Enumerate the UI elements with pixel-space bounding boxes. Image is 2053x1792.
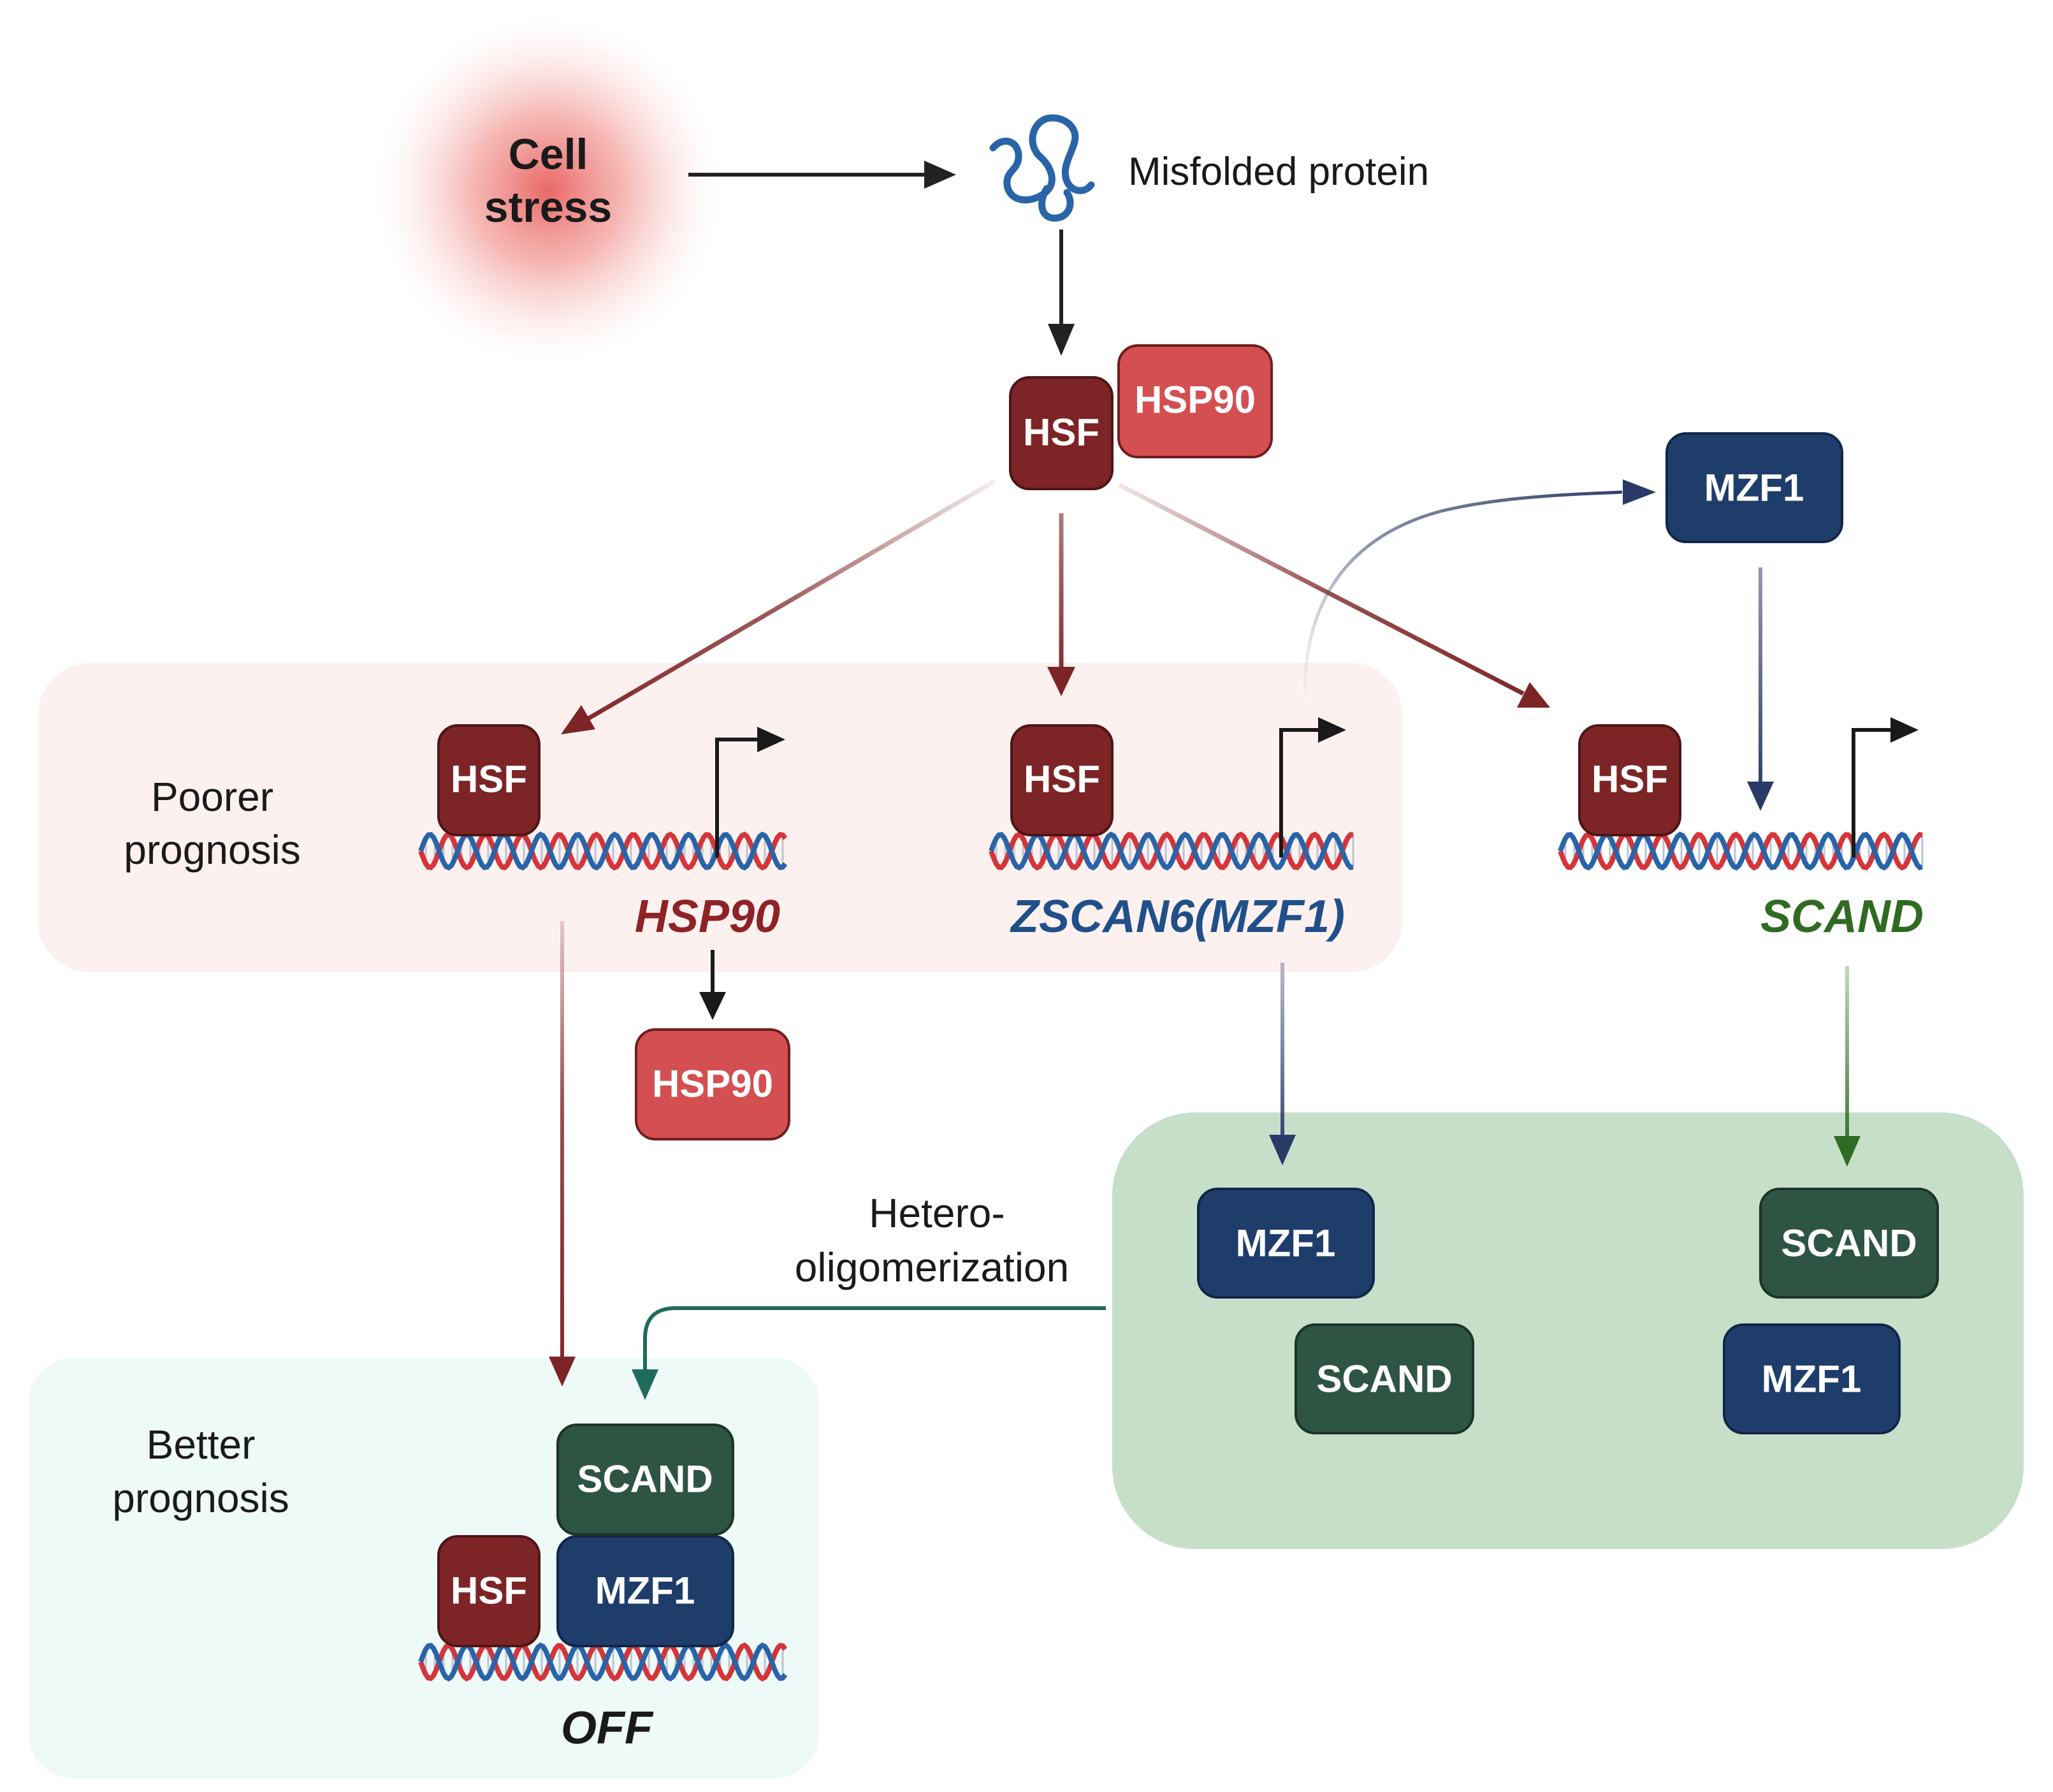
mzf1-protein-top [1665, 432, 1843, 543]
arrow-hsf-to-scand-gene [1117, 482, 1550, 708]
mzf1-protein-panel-b [1723, 1323, 1901, 1434]
misfolded-protein-label: Misfolded protein [1128, 150, 1429, 194]
dna-helix-icon [418, 831, 788, 871]
mzf1-protein-off [556, 1535, 734, 1647]
arrow-zscan6-to-mzf1-panel [1269, 963, 1296, 1165]
scand-protein-panel-b [1759, 1188, 1939, 1299]
hsf-protein-off-label: HSF [451, 1570, 527, 1612]
mzf1-protein-panel-b-label: MZF1 [1762, 1358, 1862, 1401]
gene-label-hsp90: HSP90 [635, 891, 780, 942]
hsf-protein-top [1009, 376, 1114, 490]
hsf-protein-hsp90-gene [437, 724, 540, 836]
hsf-protein-top-label: HSF [1023, 411, 1099, 454]
gene-label-zscan6: ZSCAN6(MZF1) [1010, 891, 1345, 942]
heterooligo-label-line1: Hetero- [869, 1190, 1005, 1236]
scand-protein-panel-b-label: SCAND [1781, 1222, 1917, 1265]
arrow-stress-to-protein [688, 161, 956, 189]
dna-strand-red [418, 1642, 788, 1682]
scand-protein-off [556, 1424, 734, 1536]
cell-stress-label-line2: stress [484, 183, 612, 231]
dna-helix-icon [989, 831, 1354, 871]
dna-strand-blue [1558, 831, 1923, 871]
cell-stress-label-line1: Cell [509, 130, 588, 178]
dna-strand-red [1558, 831, 1923, 871]
poorer-prognosis-label-line2: prognosis [124, 827, 301, 873]
transcription-start-arrow-icon [715, 738, 760, 857]
hsf-protein-hsp90-gene-label: HSF [451, 758, 527, 801]
dna-strand-blue [989, 831, 1354, 871]
arrow-hsp90-gene-to-protein [699, 950, 726, 1020]
hsp90-protein-top [1117, 344, 1273, 458]
heterooligo-label-line2: oligomerization [795, 1244, 1069, 1290]
transcription-start-arrow-icon [1852, 728, 1893, 857]
hsf-protein-zscan6-gene-label: HSF [1024, 758, 1100, 801]
arrow-scand-gene-to-scand-panel [1834, 966, 1861, 1167]
scand-protein-panel-a [1295, 1323, 1474, 1434]
dna-strand-red [989, 831, 1354, 871]
arrow-zscan6-to-mzf1 [1303, 479, 1656, 702]
dna-strand-blue [418, 1642, 788, 1682]
hsf-protein-zscan6-gene [1010, 724, 1114, 836]
mzf1-protein-panel-a-label: MZF1 [1236, 1222, 1336, 1265]
dna-strand-blue [418, 831, 788, 871]
hsf-protein-off [437, 1535, 540, 1647]
cell-stress-glow [376, 18, 720, 362]
hsp90-protein-expressed [635, 1028, 790, 1140]
tss-arrowhead-hsp90 [757, 727, 785, 752]
poorer-prognosis-label-line1: Poorer [151, 774, 273, 820]
dna-helix-icon [1558, 831, 1924, 871]
mzf1-protein-top-label: MZF1 [1704, 467, 1804, 509]
arrow-heterooligomerization [632, 1306, 1106, 1400]
arrow-protein-to-hsf [1048, 229, 1075, 356]
arrow-hsf-to-hsp90-gene [561, 479, 996, 734]
arrow-mzf1-to-scand-gene [1747, 567, 1774, 811]
mzf1-protein-off-label: MZF1 [595, 1570, 695, 1612]
scand-protein-off-label: SCAND [577, 1458, 713, 1501]
scand-protein-panel-a-label: SCAND [1316, 1358, 1452, 1401]
hsf-protein-scand-gene-label: HSF [1592, 758, 1668, 801]
squiggle-protein-icon [989, 114, 1095, 222]
mzf1-protein-panel-a [1197, 1188, 1375, 1299]
transcription-start-arrow-icon [1279, 728, 1321, 857]
hsf-hsp90-complex: HSP90 HSF [1009, 344, 1273, 490]
hsf-protein-scand-gene [1578, 724, 1681, 836]
dna-helix-icon [418, 1642, 788, 1682]
hsp90-protein-top-label: HSP90 [1135, 379, 1256, 421]
hsp90-protein-expressed-label: HSP90 [652, 1063, 773, 1105]
better-prognosis-label-line2: prognosis [112, 1475, 289, 1521]
gene-label-off: OFF [561, 1703, 654, 1754]
tss-arrowhead-scand [1890, 717, 1919, 743]
gene-label-scand: SCAND [1760, 891, 1924, 942]
better-prognosis-label-line1: Better [147, 1422, 256, 1468]
arrow-hsf-to-off-complex [549, 921, 576, 1387]
arrow-hsf-to-zscan6-gene [1047, 513, 1075, 696]
dna-strand-red [418, 831, 788, 871]
tss-arrowhead-zscan6 [1318, 717, 1346, 743]
